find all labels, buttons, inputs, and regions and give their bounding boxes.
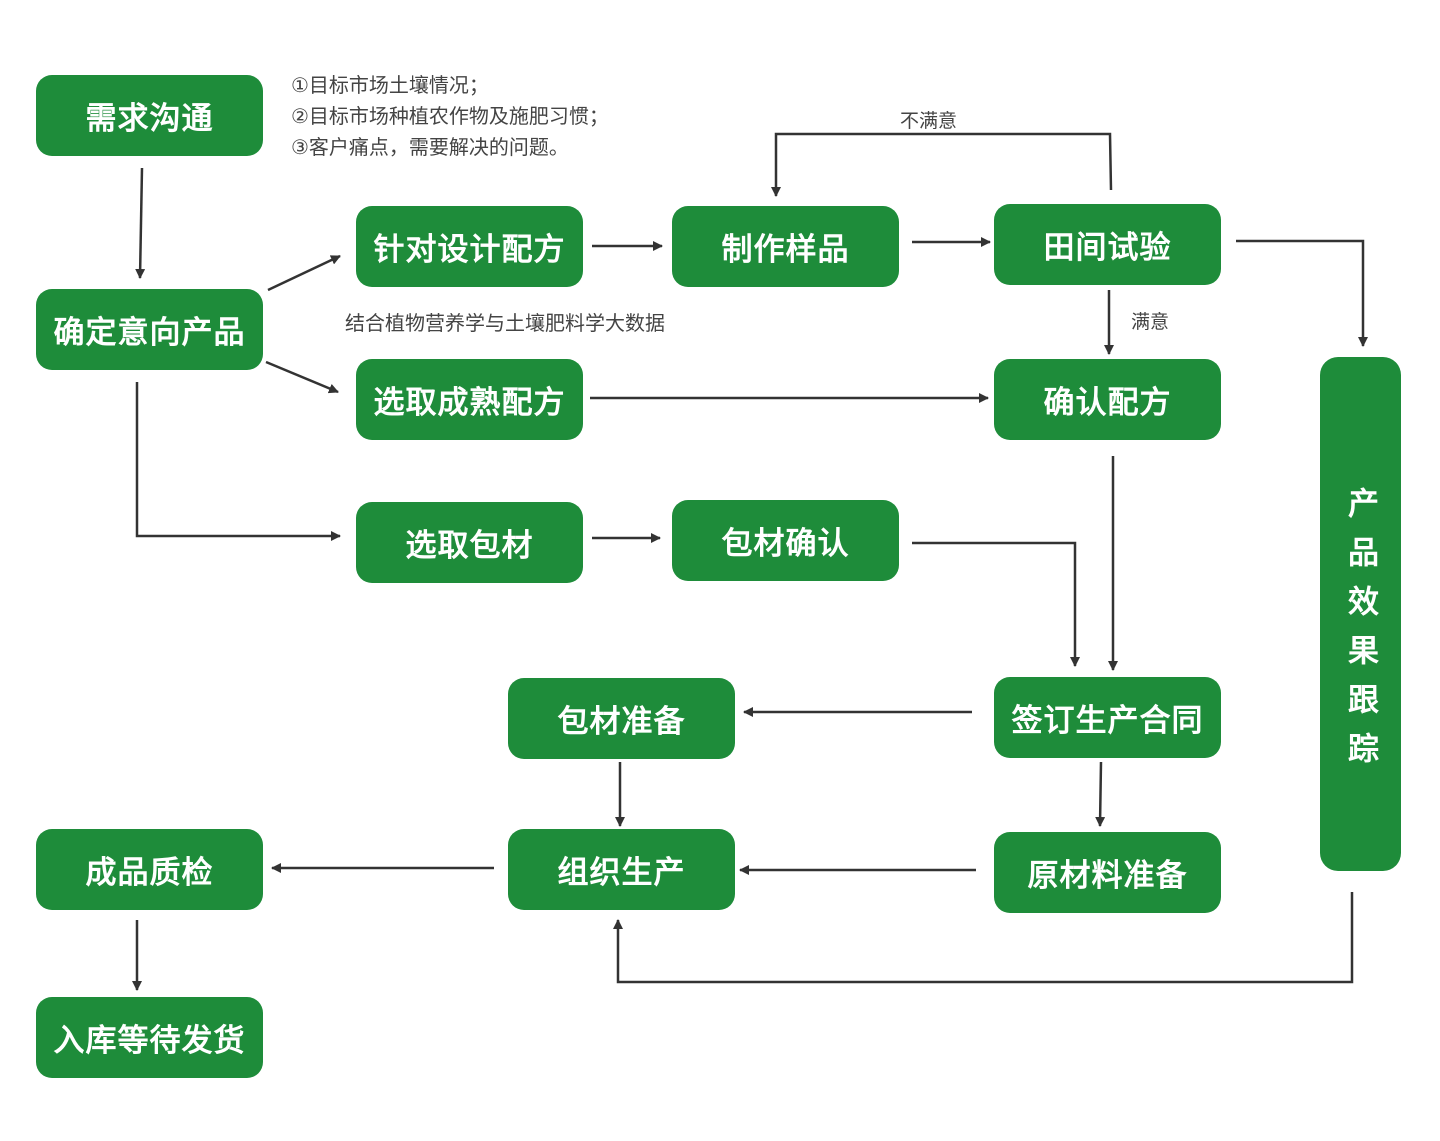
arrow-intent-to-design [267, 254, 341, 292]
node-pack-confirm: 包材确认 [672, 500, 899, 581]
node-storage: 入库等待发货 [36, 997, 263, 1078]
node-design: 针对设计配方 [356, 206, 583, 287]
node-intent: 确定意向产品 [36, 289, 263, 370]
node-pick-pack: 选取包材 [356, 502, 583, 583]
node-tracking: 产品效果跟踪 [1320, 357, 1401, 871]
node-contract: 签订生产合同 [994, 677, 1221, 758]
node-demand: 需求沟通 [36, 75, 263, 156]
arrow-field-to-sample-unsatisfied [771, 132, 1113, 197]
satisfied-label: 满意 [1131, 311, 1170, 333]
node-mature: 选取成熟配方 [356, 359, 583, 440]
arrow-field-to-tracking [1236, 239, 1368, 347]
demand-note-1: ①目标市场土壤情况； [291, 73, 489, 97]
arrow-contract-to-raw-prep [1095, 761, 1106, 827]
node-raw-prep: 原材料准备 [994, 832, 1221, 913]
arrow-demand-to-intent [135, 167, 146, 279]
node-produce: 组织生产 [508, 829, 735, 910]
demand-notes: ①目标市场土壤情况； ②目标市场种植农作物及施肥习惯； ③客户痛点，需要解决的问… [291, 70, 609, 163]
arrow-tracking-to-produce [613, 892, 1354, 984]
arrow-intent-to-mature [265, 360, 339, 394]
node-confirm-formula: 确认配方 [994, 359, 1221, 440]
demand-note-2: ②目标市场种植农作物及施肥习惯； [291, 104, 609, 128]
node-qc: 成品质检 [36, 829, 263, 910]
arrow-pack-confirm-to-contract [912, 541, 1080, 667]
unsatisfied-label: 不满意 [900, 110, 958, 132]
node-pack-prep: 包材准备 [508, 678, 735, 759]
bigdata-note: 结合植物营养学与土壤肥料学大数据 [345, 311, 665, 335]
node-field: 田间试验 [994, 204, 1221, 285]
arrow-intent-to-pick-pack [135, 382, 341, 541]
node-sample: 制作样品 [672, 206, 899, 287]
demand-note-3: ③客户痛点，需要解决的问题。 [291, 135, 569, 159]
